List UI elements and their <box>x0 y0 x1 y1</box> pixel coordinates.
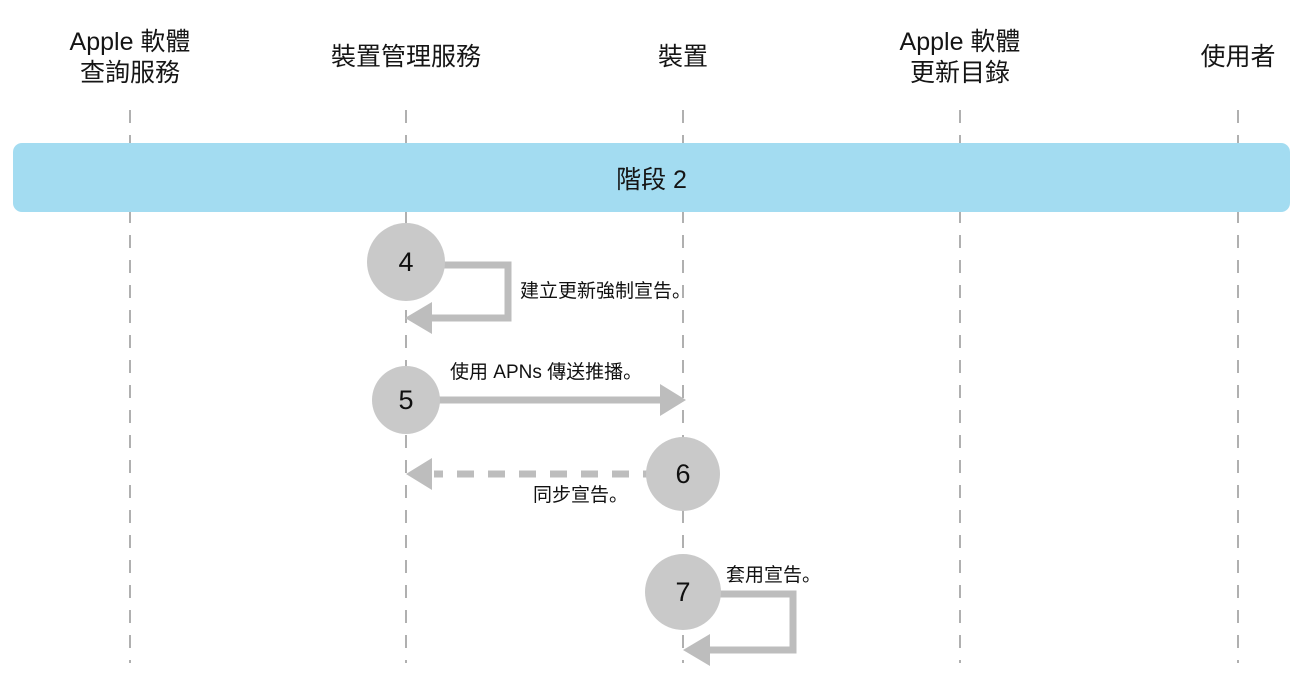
step-circle-5: 5 <box>372 366 440 434</box>
step-circle-4: 4 <box>367 223 445 301</box>
message-label-step-5: 使用 APNs 傳送推播。 <box>450 362 643 383</box>
message-label-step-7: 套用宣告。 <box>726 565 822 586</box>
message-label-step-4: 建立更新強制宣告。 <box>520 281 692 302</box>
actor-header-device-management-service: 裝置管理服務 <box>330 43 481 71</box>
step-circle-6: 6 <box>646 437 720 511</box>
phase-banner: 階段 2 <box>13 143 1290 212</box>
step-number-5: 5 <box>398 384 414 415</box>
step-circle-7: 7 <box>645 554 721 630</box>
phase-banner-label: 階段 2 <box>616 165 687 194</box>
step-number-4: 4 <box>398 246 414 277</box>
actor-header-apple-software-lookup-service: Apple 軟體 查詢服務 <box>69 28 191 87</box>
actor-header-apple-software-update-catalog: Apple 軟體 更新目錄 <box>899 28 1021 87</box>
actor-header-user: 使用者 <box>1200 43 1276 71</box>
message-arrow-step-6 <box>406 458 660 490</box>
message-arrow-step-4 <box>405 261 512 334</box>
message-label-step-6: 同步宣告。 <box>533 485 629 506</box>
message-arrow-step-5 <box>432 384 686 416</box>
step-number-6: 6 <box>675 458 691 489</box>
actor-header-device: 裝置 <box>657 43 708 71</box>
step-number-7: 7 <box>675 576 691 607</box>
message-arrow-step-7 <box>683 590 797 666</box>
